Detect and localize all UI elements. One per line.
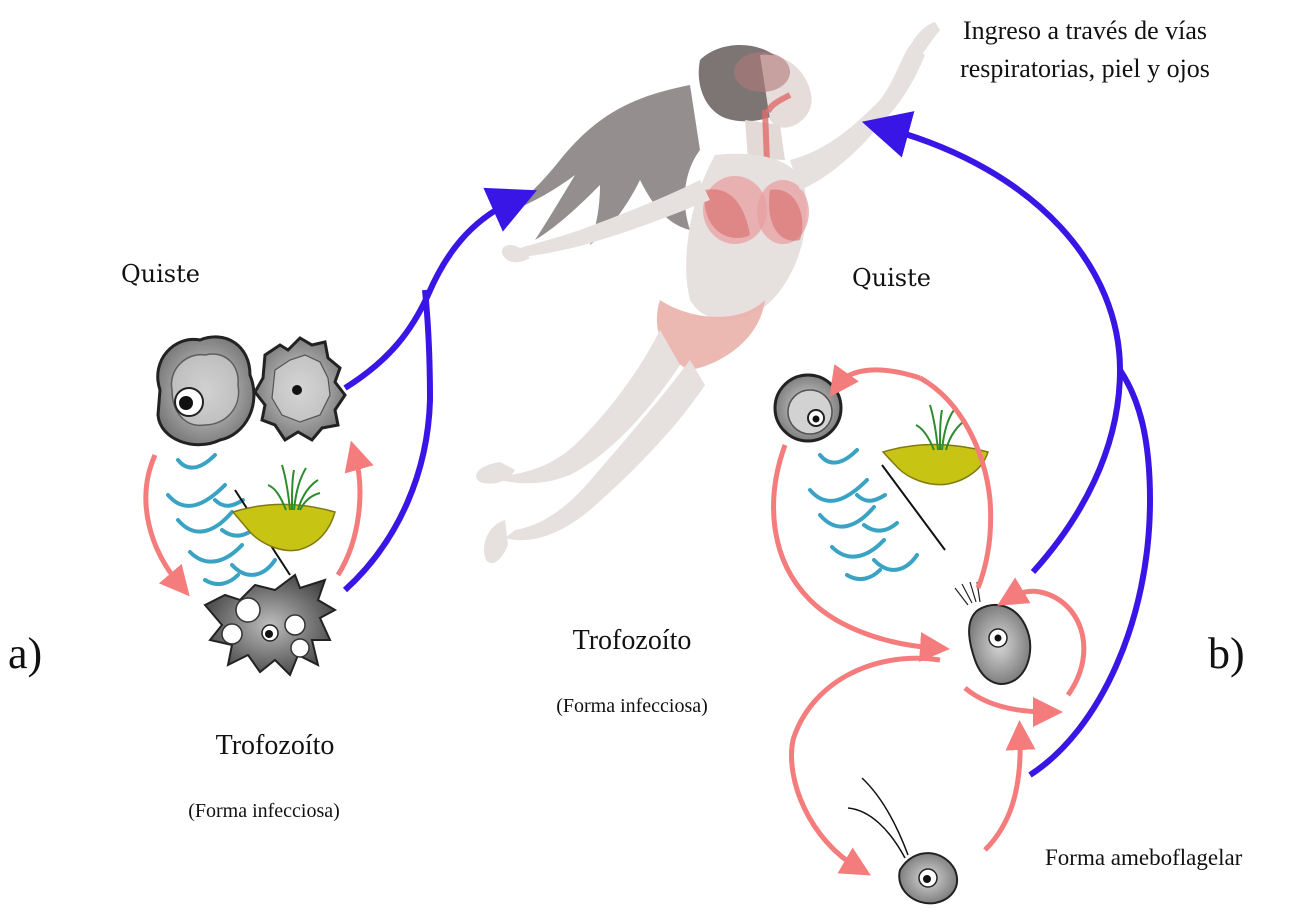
panel-b-diagram bbox=[774, 128, 1150, 903]
panel-a-cyst-label: Quiste bbox=[121, 260, 200, 288]
hair bbox=[500, 85, 700, 245]
entry-route-line-1: Ingreso a través de vías bbox=[960, 12, 1210, 50]
human-figure bbox=[476, 22, 940, 563]
panel-b-marker: b) bbox=[1208, 628, 1245, 679]
panel-a-cyst-round bbox=[158, 337, 254, 445]
panel-b-flagellate-label: Forma ameboflagelar bbox=[1045, 845, 1242, 871]
panel-a-soil-icon bbox=[233, 465, 335, 551]
panel-b-division-arrow bbox=[965, 688, 1048, 712]
panel-b-trophozoite-infection-arrow bbox=[885, 128, 1120, 572]
panel-a-trophozoite bbox=[205, 575, 335, 675]
panel-b-to-flagellate-arrow bbox=[792, 658, 940, 868]
panel-a-trophozoite-label: Trofozoíto bbox=[216, 730, 335, 762]
panel-a-trophozoite-infection-arrow bbox=[345, 290, 430, 590]
panel-a-encyst-arrow bbox=[146, 455, 180, 585]
panel-a-trophozoite-note: (Forma infecciosa) bbox=[188, 800, 340, 823]
panel-b-trophozoite-note: (Forma infecciosa) bbox=[556, 695, 708, 718]
panel-a-diagram bbox=[146, 200, 515, 675]
panel-a-excyst-arrow bbox=[338, 455, 360, 575]
panel-b-cyst-label: Quiste bbox=[852, 264, 931, 292]
panel-b-soil-icon bbox=[883, 405, 988, 485]
panel-a-marker: a) bbox=[8, 628, 42, 679]
panel-b-flagellate-to-trophozoite-arrow bbox=[985, 735, 1020, 850]
panel-a-cyst-wrinkled bbox=[255, 338, 345, 440]
entry-route-line-2: respiratorias, piel y ojos bbox=[960, 50, 1210, 88]
panel-b-trophozoite-label: Trofozoíto bbox=[573, 625, 692, 657]
panel-b-flagellate bbox=[848, 778, 957, 903]
entry-route-label: Ingreso a través de vías respiratorias, … bbox=[960, 12, 1210, 88]
panel-b-cyst bbox=[775, 375, 841, 441]
panel-b-trophozoite bbox=[955, 582, 1030, 684]
panel-b-to-cyst-arrow bbox=[838, 370, 920, 385]
